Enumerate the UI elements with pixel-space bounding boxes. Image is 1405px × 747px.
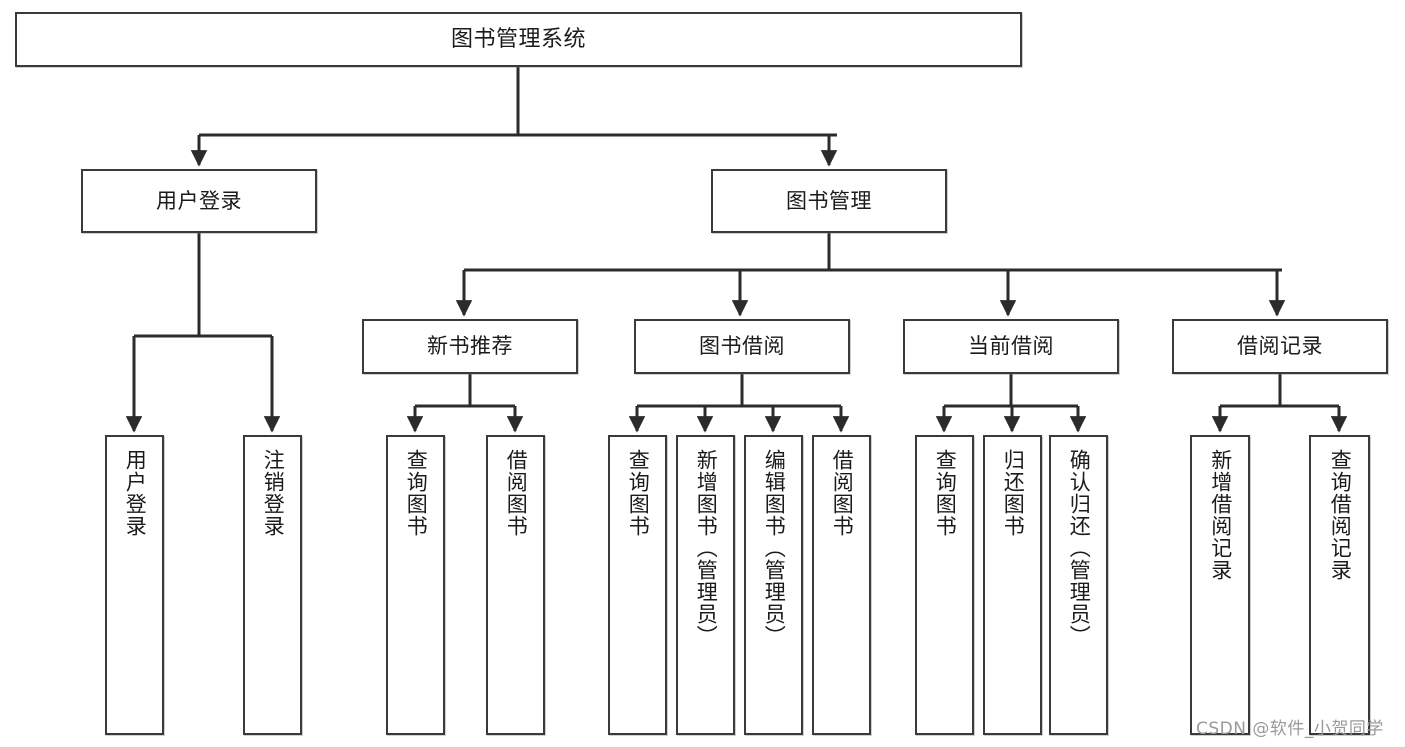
leaf-borrow-book-1-label: 借阅图书 — [504, 449, 529, 537]
leaf-confirm-return[interactable]: 确认归还（管理员） — [1049, 435, 1108, 735]
node-user-login[interactable]: 用户登录 — [81, 169, 317, 233]
leaf-query-record-label: 查询借阅记录 — [1328, 449, 1353, 581]
leaf-user-login-label: 用户登录 — [123, 449, 148, 537]
leaf-add-book[interactable]: 新增图书（管理员） — [676, 435, 735, 735]
leaf-query-book-3-label: 查询图书 — [933, 449, 958, 537]
leaf-return-book[interactable]: 归还图书 — [983, 435, 1042, 735]
leaf-add-record[interactable]: 新增借阅记录 — [1190, 435, 1250, 735]
leaf-user-login[interactable]: 用户登录 — [105, 435, 164, 735]
leaf-query-book-3[interactable]: 查询图书 — [915, 435, 974, 735]
node-root-label: 图书管理系统 — [450, 26, 586, 52]
leaf-query-book-1-label: 查询图书 — [404, 449, 429, 537]
node-book-borrow[interactable]: 图书借阅 — [634, 319, 850, 374]
node-book-manage-label: 图书管理 — [786, 188, 872, 213]
leaf-edit-book[interactable]: 编辑图书（管理员） — [744, 435, 803, 735]
leaf-query-book-1[interactable]: 查询图书 — [386, 435, 445, 735]
leaf-add-book-label: 新增图书（管理员） — [694, 449, 719, 647]
node-book-manage[interactable]: 图书管理 — [711, 169, 947, 233]
leaf-user-logout-label: 注销登录 — [261, 449, 286, 537]
leaf-borrow-book-1[interactable]: 借阅图书 — [486, 435, 545, 735]
leaf-add-record-label: 新增借阅记录 — [1208, 449, 1233, 581]
leaf-edit-book-label: 编辑图书（管理员） — [762, 449, 787, 647]
leaf-user-logout[interactable]: 注销登录 — [243, 435, 302, 735]
node-user-login-label: 用户登录 — [156, 188, 242, 213]
leaf-borrow-book-2-label: 借阅图书 — [830, 449, 855, 537]
leaf-query-book-2-label: 查询图书 — [626, 449, 651, 537]
leaf-borrow-book-2[interactable]: 借阅图书 — [812, 435, 871, 735]
leaf-query-record[interactable]: 查询借阅记录 — [1309, 435, 1370, 735]
node-borrow-record[interactable]: 借阅记录 — [1172, 319, 1388, 374]
leaf-query-book-2[interactable]: 查询图书 — [608, 435, 667, 735]
node-current-borrow[interactable]: 当前借阅 — [903, 319, 1119, 374]
node-current-borrow-label: 当前借阅 — [968, 334, 1054, 359]
node-borrow-record-label: 借阅记录 — [1237, 334, 1323, 359]
leaf-return-book-label: 归还图书 — [1001, 449, 1026, 537]
node-new-book-rec-label: 新书推荐 — [427, 334, 513, 359]
node-new-book-rec[interactable]: 新书推荐 — [362, 319, 578, 374]
node-root[interactable]: 图书管理系统 — [15, 12, 1022, 67]
leaf-confirm-return-label: 确认归还（管理员） — [1067, 449, 1092, 647]
csdn-watermark: CSDN @软件_小贺同学 — [1196, 719, 1384, 739]
node-book-borrow-label: 图书借阅 — [699, 334, 785, 359]
